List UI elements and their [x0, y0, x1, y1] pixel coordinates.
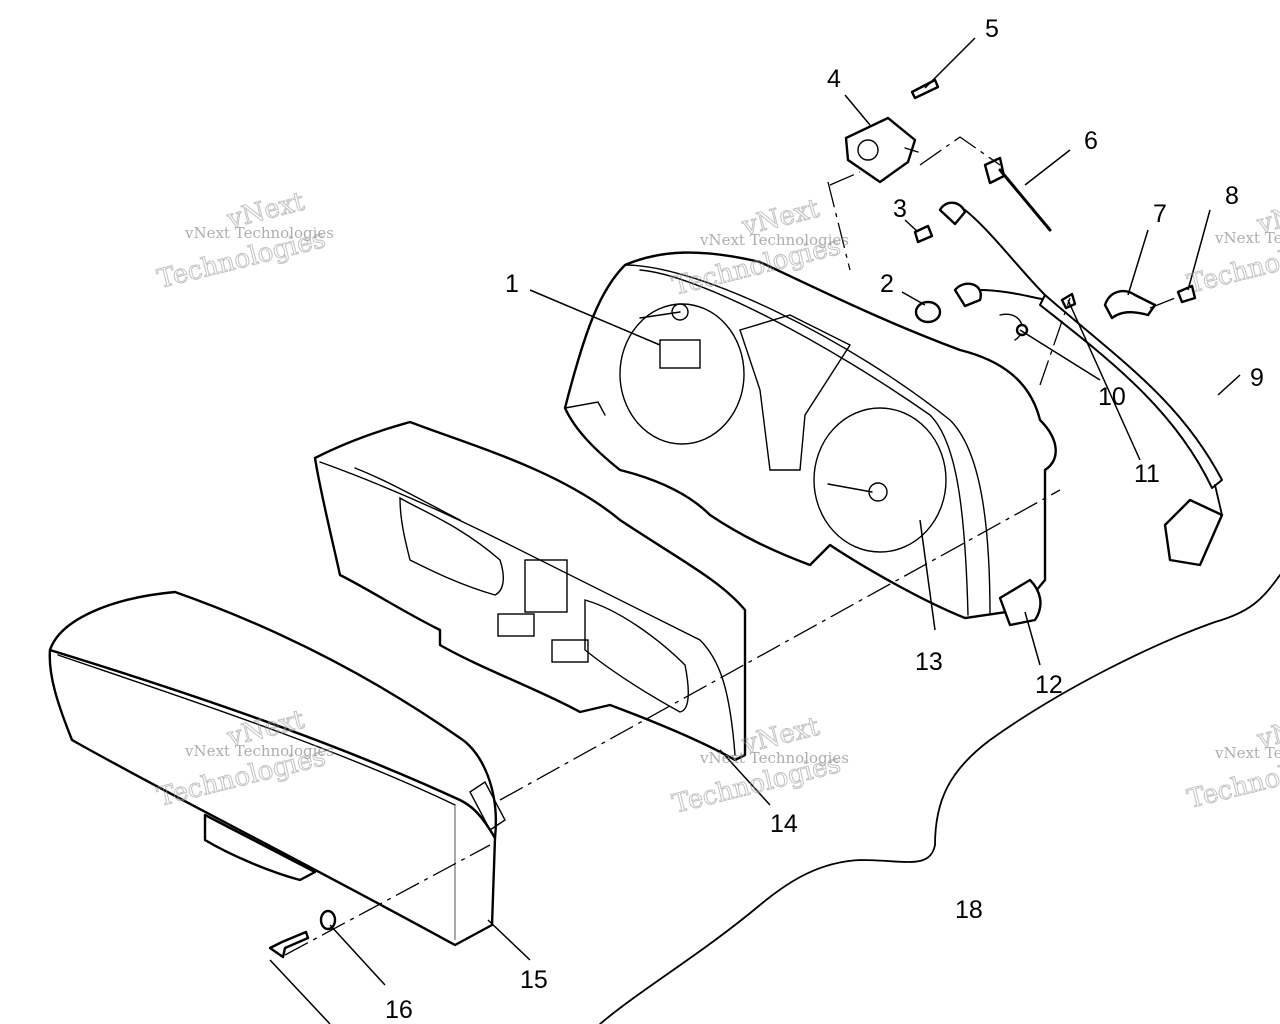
assembly-line-d: [829, 171, 861, 186]
sensor-4: [844, 116, 919, 184]
svg-text:vNext Technologies: vNext Technologies: [699, 749, 849, 767]
bracket-12: [998, 578, 1042, 627]
screw-5: [910, 78, 940, 100]
socket-3: [938, 201, 967, 226]
bulb-3: [913, 224, 934, 244]
hood-15: [48, 590, 506, 947]
bulb-2: [914, 300, 942, 324]
callout-13: 13: [915, 648, 943, 676]
leader-lines: [269, 37, 1241, 1024]
assembly-line-e: [919, 136, 1001, 166]
watermark-6: vNext Technologies vNext Technologies: [1184, 706, 1280, 815]
bezel-14: [313, 420, 747, 762]
callout-1: 1: [505, 270, 519, 298]
dashboard-panel-18: [599, 574, 1280, 1024]
svg-text:vNext Technologies: vNext Technologies: [1214, 744, 1280, 762]
callout-11: 11: [1134, 460, 1160, 488]
callout-8: 8: [1225, 182, 1239, 210]
callout-16: 16: [385, 996, 413, 1024]
assembly-line-f: [1039, 297, 1071, 386]
callout-5: 5: [985, 15, 999, 43]
washer-16: [319, 909, 337, 931]
svg-text:vNext Technologies: vNext Technologies: [699, 231, 849, 249]
callout-numbers: 1 2 3 4 5 6 7 8 9 10 11 12 13 14 15 16 1…: [385, 15, 1264, 1024]
svg-text:vNext Technologies: vNext Technologies: [184, 742, 334, 760]
callout-18: 18: [955, 896, 983, 924]
cluster-housing-13: [563, 251, 1057, 620]
screw-16: [268, 930, 310, 959]
assembly-line-b: [499, 489, 1061, 801]
callout-2: 2: [880, 270, 894, 298]
callout-7: 7: [1153, 200, 1167, 228]
callout-9: 9: [1250, 364, 1264, 392]
socket-2: [953, 282, 982, 308]
callout-12: 12: [1035, 671, 1063, 699]
assembly-line-c: [827, 181, 851, 271]
callout-3: 3: [893, 195, 907, 223]
callout-6: 6: [1084, 127, 1098, 155]
assembly-line-g: [1149, 295, 1181, 309]
clamp-7: [1103, 289, 1157, 320]
screw-8: [1176, 284, 1197, 304]
svg-text:vNext Technologies: vNext Technologies: [184, 224, 334, 242]
callout-15: 15: [520, 966, 548, 994]
watermark-4: vNext Technologies vNext Technologies: [154, 704, 334, 813]
callout-4: 4: [827, 65, 841, 93]
harness-9: [964, 209, 1224, 567]
cable-6: [983, 156, 1052, 232]
callout-10: 10: [1098, 383, 1126, 411]
watermark-1: vNext Technologies vNext Technologies: [154, 186, 334, 295]
svg-text:vNext Technologies: vNext Technologies: [1214, 229, 1280, 247]
callout-14: 14: [770, 810, 798, 838]
assembly-line-a: [284, 844, 491, 956]
